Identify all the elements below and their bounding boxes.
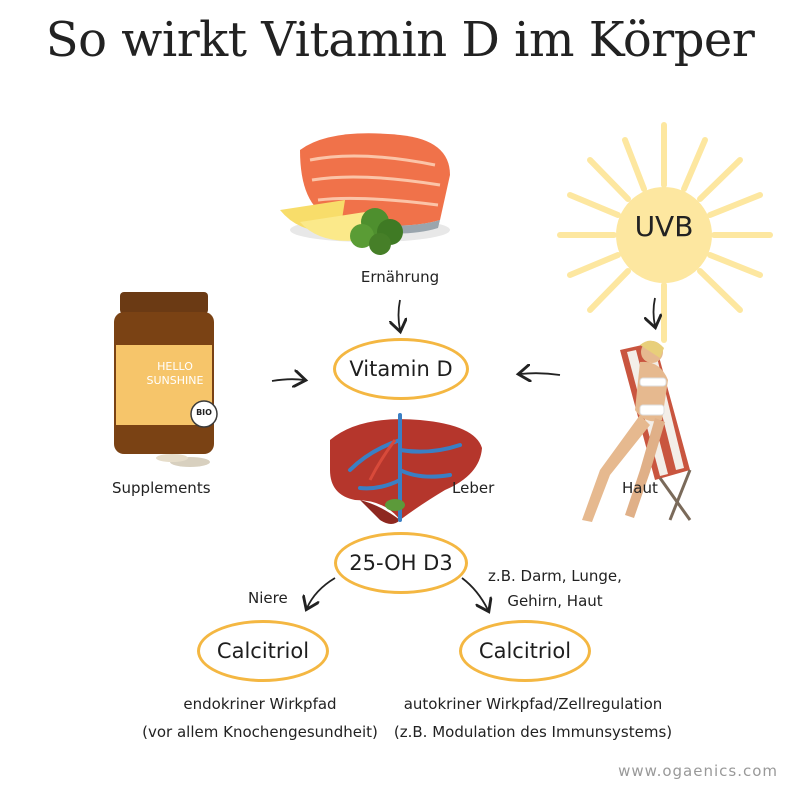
arrow-sun-to-skin — [654, 297, 656, 326]
jar-label-line2: SUNSHINE — [146, 374, 204, 387]
arrow-skin-to-vitamin-d — [520, 373, 561, 375]
page-title: So wirkt Vitamin D im Körper — [45, 12, 755, 68]
endocrine-description: endokriner Wirkpfad (vor allem Knochenge… — [130, 690, 390, 746]
arrow-nutrition-to-vitamin-d — [399, 299, 401, 330]
liver-label: Leber — [452, 479, 495, 497]
tissues-label-line2: Gehirn, Haut — [507, 592, 603, 610]
arrow-to-kidney-calcitriol — [307, 577, 336, 608]
endocrine-line1: endokriner Wirkpfad — [183, 695, 337, 713]
calcitriol-endocrine-node: Calcitriol — [197, 620, 329, 682]
uvb-label: UVB — [634, 210, 694, 243]
jar-label-line1: HELLO — [157, 360, 193, 373]
tissues-label-line1: z.B. Darm, Lunge, — [488, 567, 622, 585]
bio-badge: BIO — [196, 408, 212, 417]
nutrition-label: Ernährung — [360, 268, 440, 286]
autocrine-line1: autokriner Wirkpfad/Zellregulation — [403, 695, 663, 713]
website-url: www.ogaenics.com — [618, 762, 778, 780]
vitamin-d-node: Vitamin D — [333, 338, 469, 400]
kidney-label: Niere — [248, 589, 288, 607]
skin-label: Haut — [622, 479, 658, 497]
supplements-label: Supplements — [112, 479, 211, 497]
autocrine-description: autokriner Wirkpfad/Zellregulation (z.B.… — [388, 690, 678, 746]
endocrine-line2: (vor allem Knochengesundheit) — [142, 723, 378, 741]
calcitriol-autocrine-node: Calcitriol — [459, 620, 591, 682]
arrow-supplements-to-vitamin-d — [271, 379, 304, 381]
autocrine-line2: (z.B. Modulation des Immunsystems) — [393, 723, 673, 741]
25-oh-d3-node: 25-OH D3 — [334, 532, 468, 594]
